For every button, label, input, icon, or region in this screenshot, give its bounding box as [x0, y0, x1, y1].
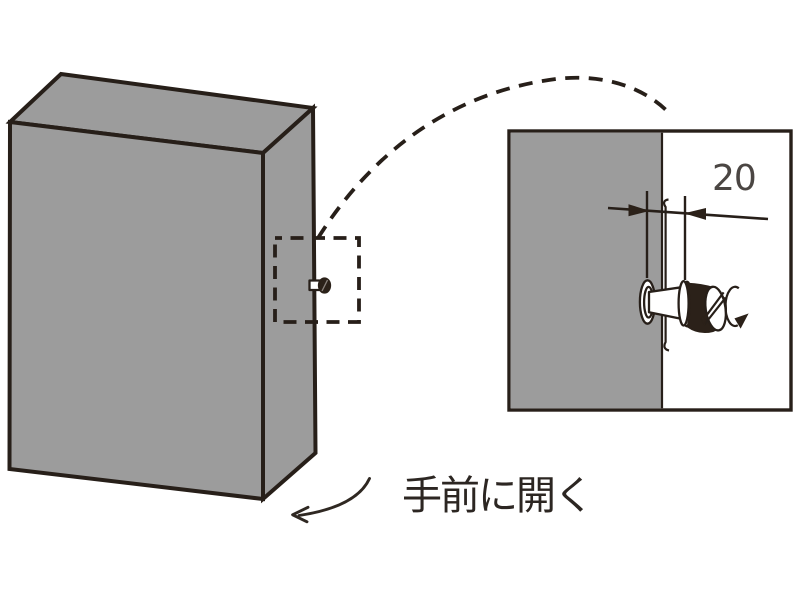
latch-screw-slot-highlight — [321, 279, 329, 292]
cabinet-front-face — [7, 119, 265, 502]
detail-panel-gray — [510, 132, 662, 409]
dimension-arrowhead-right — [684, 207, 706, 220]
latch-screw-small — [308, 277, 332, 294]
open-direction-caption: 手前に開く — [402, 473, 594, 519]
open-direction-arrow-icon — [291, 477, 371, 524]
cabinet-right-face — [261, 103, 318, 504]
screw-slot-upper-line — [706, 291, 725, 315]
dimension-label: 20 — [712, 158, 757, 199]
detail-view — [507, 129, 793, 412]
rotation-arrow-head — [734, 313, 749, 329]
open-direction-arrow-curve — [297, 477, 371, 517]
open-direction-arrow-head — [291, 505, 310, 524]
rotation-arrow-arc — [724, 285, 740, 328]
leader-arc-icon — [316, 75, 671, 240]
screw-slot-wedge — [700, 312, 709, 327]
screw-slot-lower-line — [703, 296, 727, 326]
screw-slot — [700, 291, 727, 327]
callout-frame-icon — [273, 236, 361, 324]
dimension-arrowhead-left — [628, 204, 650, 217]
dimension-annotation — [607, 191, 769, 280]
bolt-shaft — [647, 286, 683, 320]
washer-front — [677, 279, 690, 327]
rotation-arrow-icon — [724, 285, 749, 329]
connector-bolt — [638, 279, 749, 334]
door-edge-line — [662, 198, 670, 352]
cabinet-box — [5, 71, 318, 504]
